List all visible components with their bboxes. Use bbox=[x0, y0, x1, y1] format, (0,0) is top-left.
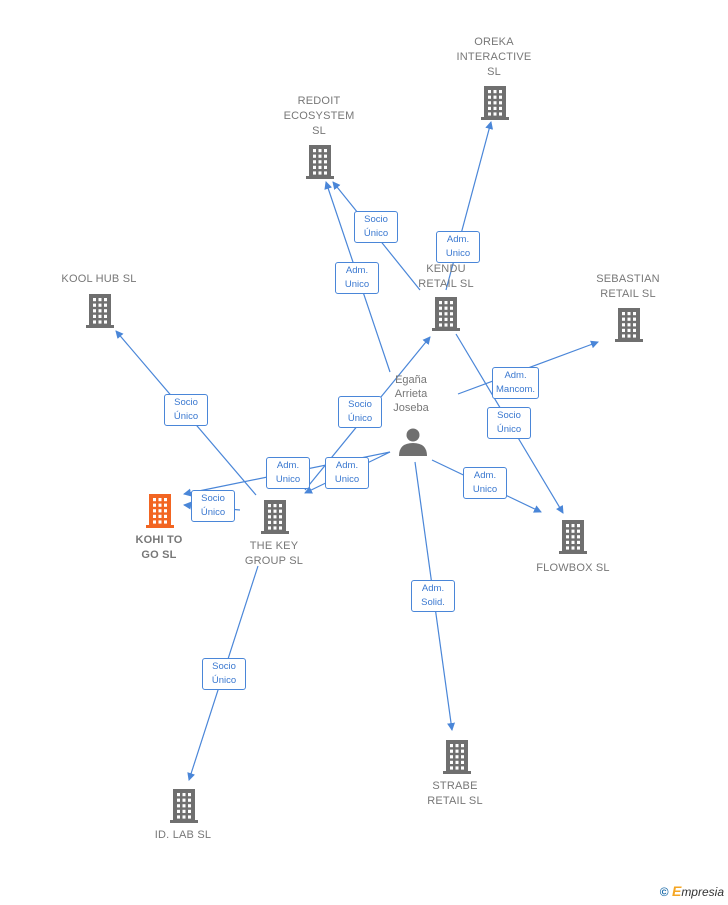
edge-label-person-redoit[interactable]: Adm. Unico bbox=[335, 262, 379, 294]
edge-label-person-sebastian[interactable]: Adm. Mancom. bbox=[492, 367, 540, 399]
edge-label-person-thekey[interactable]: Adm. Unico bbox=[325, 457, 369, 489]
person-icon[interactable] bbox=[399, 428, 427, 457]
node-label-sebastian[interactable]: SEBASTIAN RETAIL SL bbox=[596, 273, 660, 300]
building-icon-kohi[interactable] bbox=[146, 494, 174, 528]
node-label-strabe[interactable]: STRABE RETAIL SL bbox=[427, 780, 483, 807]
node-label-idlab[interactable]: ID. LAB SL bbox=[154, 829, 212, 841]
nodes-layer bbox=[86, 86, 643, 823]
edge-label-kendu-flowbox[interactable]: Socio Único bbox=[487, 407, 531, 439]
building-icon-oreka[interactable] bbox=[481, 86, 509, 120]
edge-label-kendu-redoit[interactable]: Socio Único bbox=[354, 211, 398, 243]
edge-label-kendu-oreka[interactable]: Adm. Unico bbox=[436, 231, 480, 263]
building-icon-kendu[interactable] bbox=[432, 297, 460, 331]
brand-name: mpresia bbox=[681, 885, 724, 899]
building-icon-thekey[interactable] bbox=[261, 500, 289, 534]
building-icon-idlab[interactable] bbox=[170, 789, 198, 823]
edge-label-person-strabe[interactable]: Adm. Solid. bbox=[411, 580, 455, 612]
building-icon-strabe[interactable] bbox=[443, 740, 471, 774]
building-icon-redoit[interactable] bbox=[306, 145, 334, 179]
node-label-kendu[interactable]: KENDU RETAIL SL bbox=[418, 263, 474, 290]
edge-label-thekey-kendu[interactable]: Socio Único bbox=[338, 396, 382, 428]
node-label-kohi[interactable]: KOHI TO GO SL bbox=[135, 534, 183, 561]
node-label-koolhub[interactable]: KOOL HUB SL bbox=[61, 273, 137, 285]
edge-label-thekey-koolhub[interactable]: Socio Único bbox=[164, 394, 208, 426]
edge-label-person-flowbox[interactable]: Adm. Unico bbox=[463, 467, 507, 499]
edge-label-thekey-kohi[interactable]: Socio Único bbox=[191, 490, 235, 522]
node-label-person[interactable]: Egaña Arrieta Joseba bbox=[393, 374, 429, 414]
brand-initial: E bbox=[671, 883, 682, 899]
node-label-thekey[interactable]: THE KEY GROUP SL bbox=[244, 540, 304, 567]
copyright-icon: © bbox=[659, 885, 669, 899]
building-icon-flowbox[interactable] bbox=[559, 520, 587, 554]
node-label-redoit[interactable]: REDOIT ECOSYSTEM SL bbox=[283, 95, 355, 137]
edge-label-person-kohi[interactable]: Adm. Unico bbox=[266, 457, 310, 489]
building-icon-koolhub[interactable] bbox=[86, 294, 114, 328]
edge-label-thekey-idlab[interactable]: Socio Único bbox=[202, 658, 246, 690]
node-label-flowbox[interactable]: FLOWBOX SL bbox=[536, 562, 610, 574]
building-icon-sebastian[interactable] bbox=[615, 308, 643, 342]
brand-logo[interactable]: © Empresia bbox=[660, 883, 724, 899]
node-label-oreka[interactable]: OREKA INTERACTIVE SL bbox=[456, 36, 532, 78]
